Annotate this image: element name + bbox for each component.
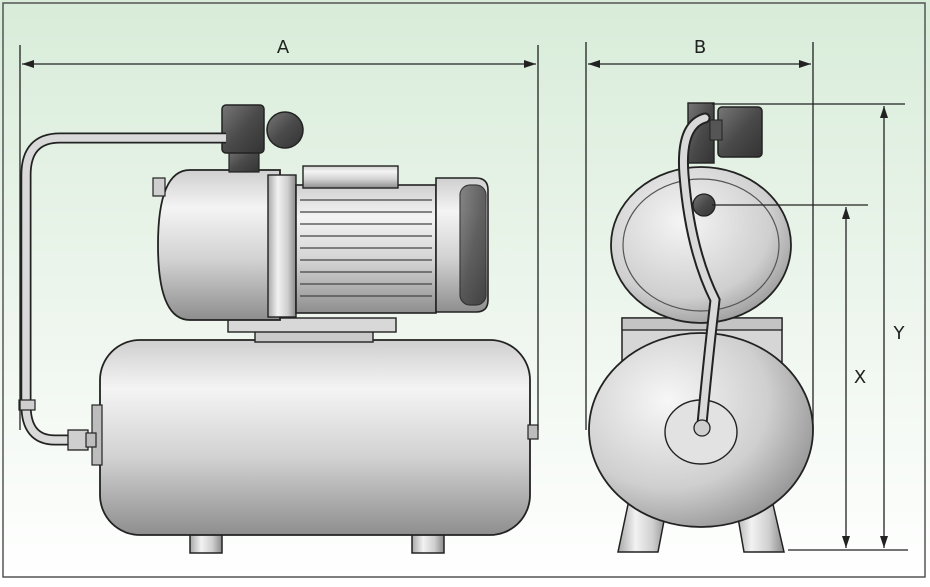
switch-connector [709, 119, 723, 141]
tank-valve-right [527, 424, 539, 440]
dim-x-label: X [854, 367, 866, 388]
dim-b-label: B [694, 37, 706, 58]
pump-base-upper [227, 317, 397, 333]
arrow-a-left [22, 60, 34, 68]
hose-pipe [22, 134, 226, 444]
arrow-x-bottom [842, 536, 850, 548]
pressure-switch [221, 104, 265, 154]
side-view [18, 104, 539, 554]
hose-fitting [67, 429, 89, 451]
dim-a-label: A [277, 37, 290, 58]
motor-body [295, 184, 437, 314]
arrow-b-left [588, 60, 600, 68]
arrow-y-bottom [880, 536, 888, 548]
dim-y-label: Y [893, 323, 906, 344]
arrow-y-top [880, 106, 888, 118]
hose-fitting-nut [85, 432, 97, 448]
pressure-tank [99, 339, 531, 536]
hose-front-fitting [693, 419, 711, 437]
frame-border [2, 2, 926, 578]
pump-plug [152, 177, 166, 197]
terminal-box [302, 165, 399, 189]
pressure-gauge [266, 111, 304, 149]
motor-fan-cover [459, 184, 487, 306]
dimension-lines [19, 42, 908, 551]
pressure-switch-front [717, 106, 763, 158]
dimension-arrows [22, 60, 888, 548]
pump-collar [267, 174, 297, 318]
front-view [588, 102, 814, 553]
hose-front [679, 114, 719, 428]
arrow-x-top [842, 207, 850, 219]
pump-head-rim [622, 178, 780, 312]
arrow-a-right [524, 60, 536, 68]
pump-drain-plug [692, 193, 716, 217]
motor-fins [300, 199, 432, 297]
hose-clamp [18, 399, 36, 411]
arrow-b-right [799, 60, 811, 68]
pump-head-front [610, 166, 792, 324]
pump-housing [157, 169, 281, 321]
